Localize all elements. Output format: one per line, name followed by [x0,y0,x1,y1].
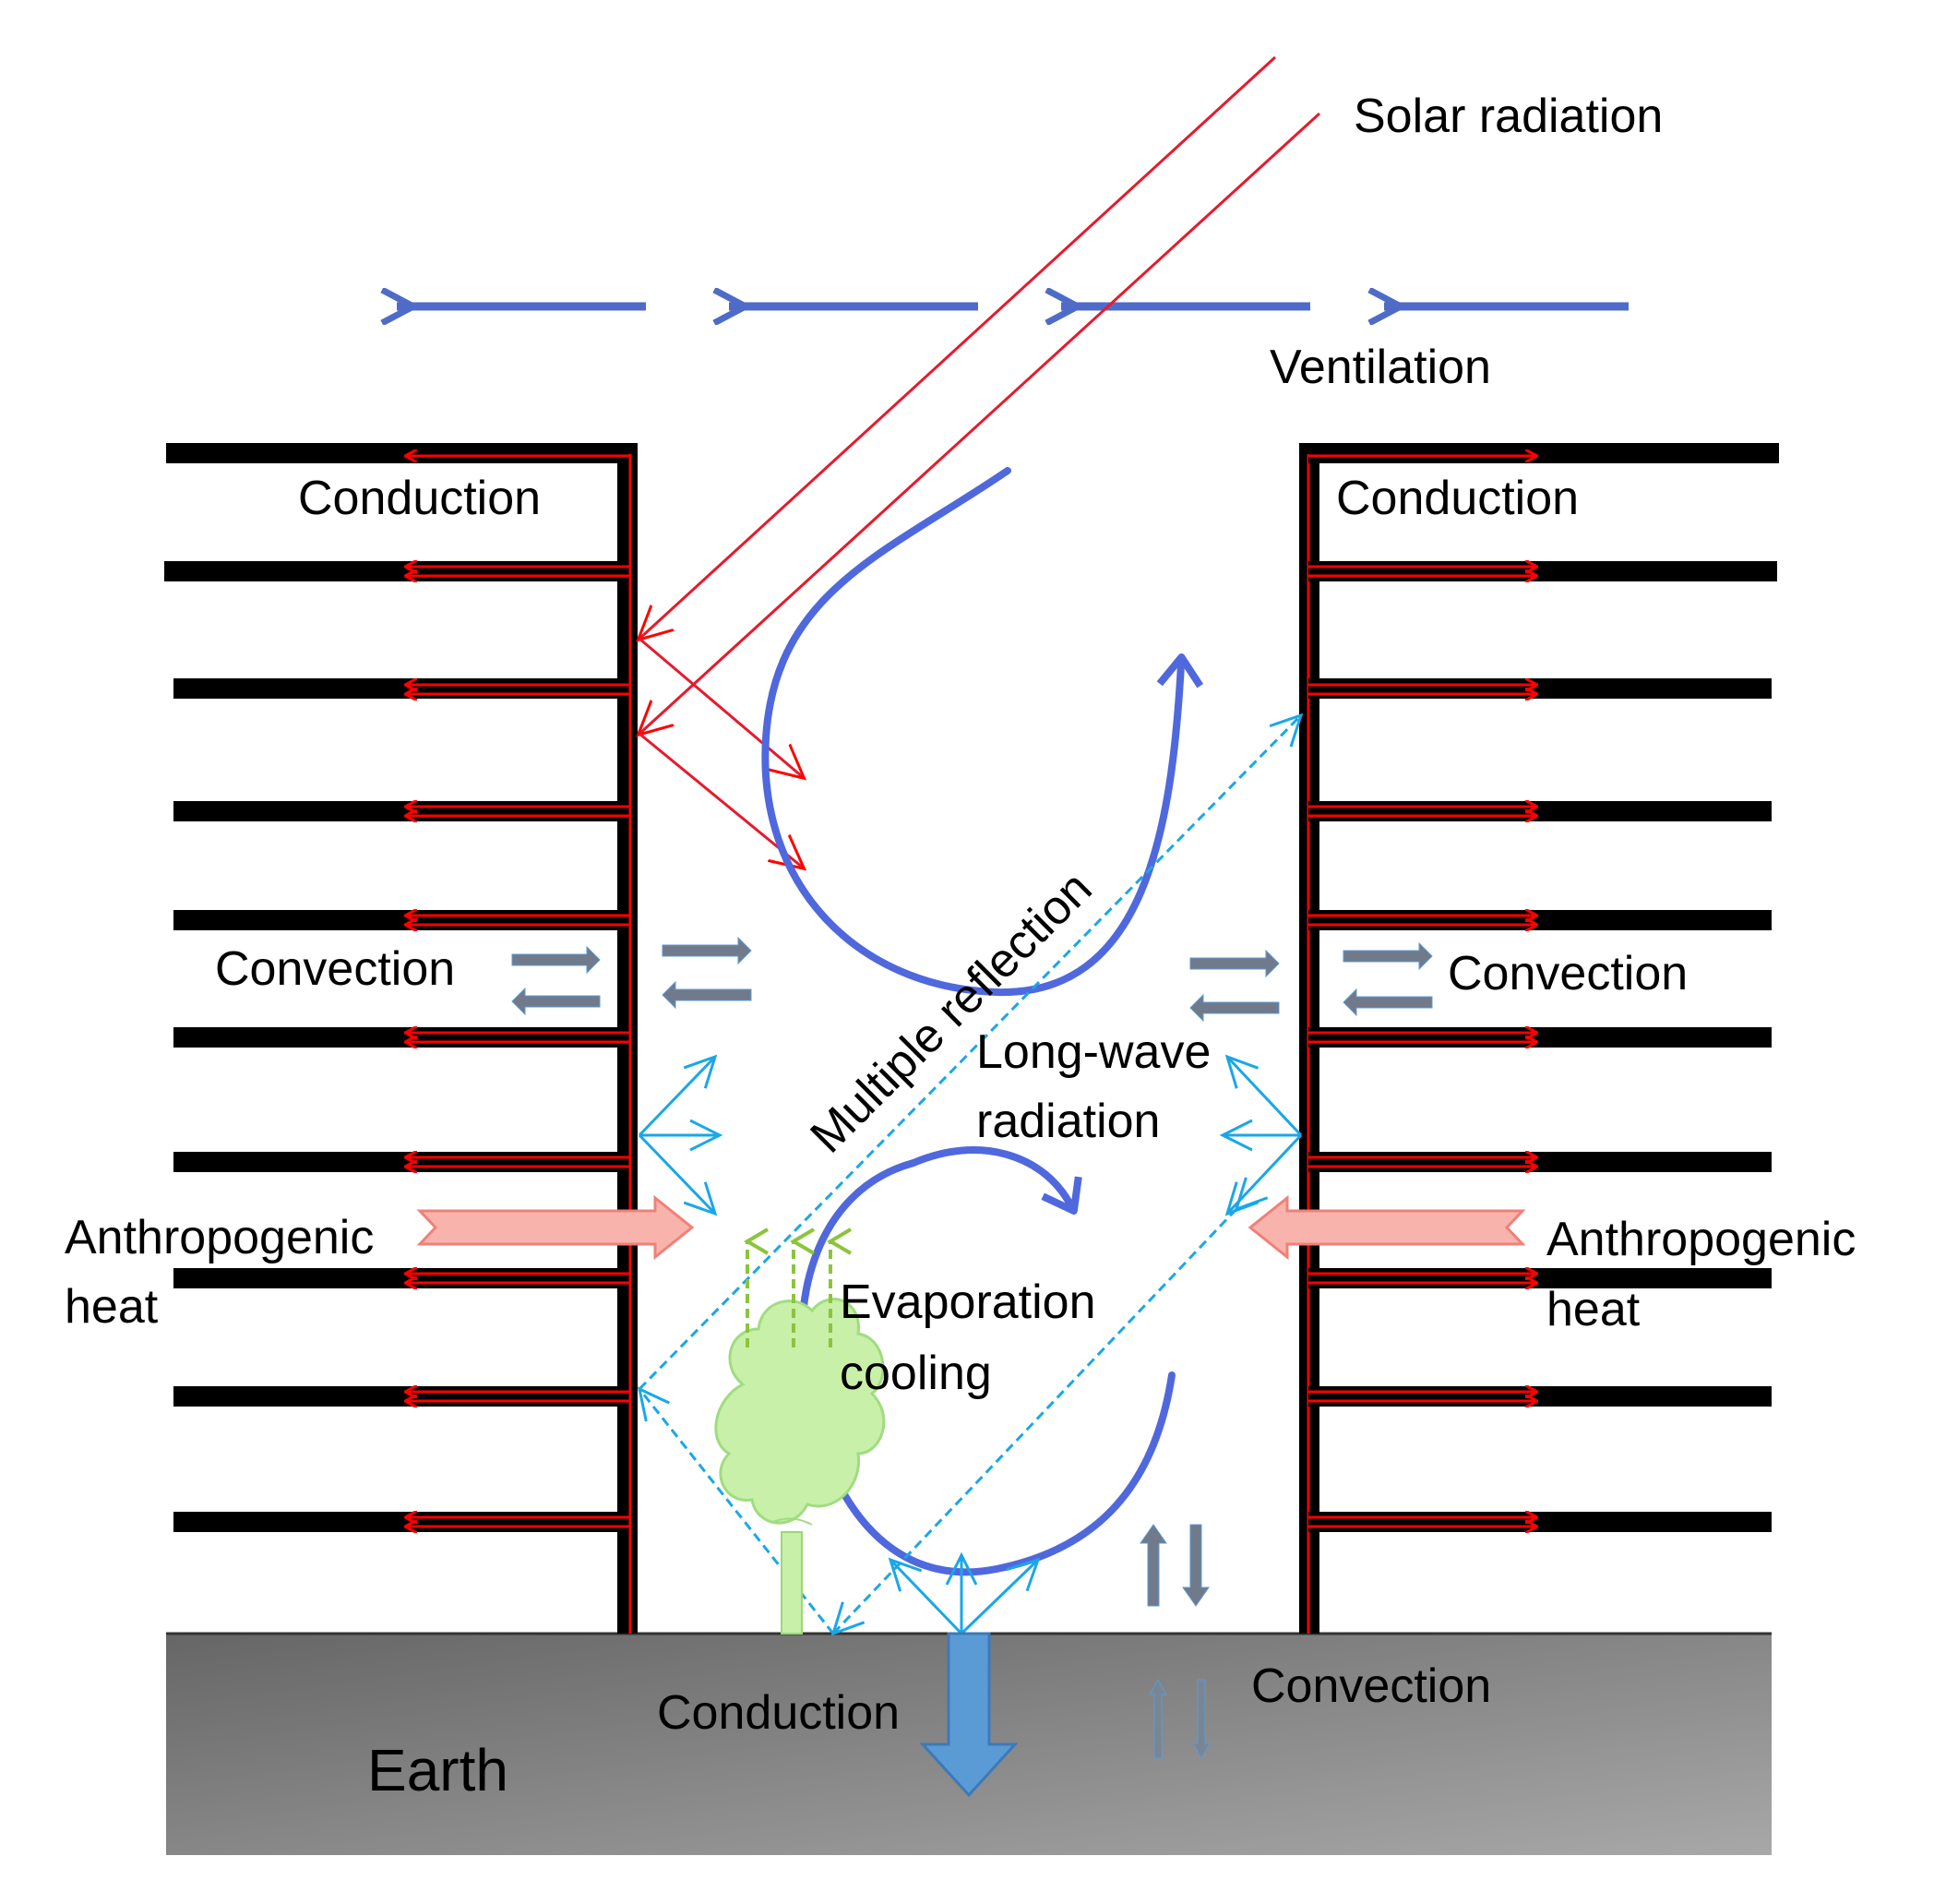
evaporation-label-line2: cooling [840,1347,992,1400]
anthropogenic-label-left-line1: Anthropogenic [65,1211,374,1264]
longwave-radiation-arrows [638,1054,1303,1635]
anthropogenic-label-right-line2: heat [1546,1283,1641,1336]
ventilation-label: Ventilation [1270,341,1491,394]
conduction-label-left: Conduction [298,472,541,525]
longwave-label-line1: Long-wave [976,1025,1211,1079]
convection-pair-canyon-floor [1140,1524,1210,1607]
convection-label-right: Convection [1448,947,1688,1000]
lower-eddy-top-arrow [910,1146,1082,1215]
left-conduction-arrows [406,456,630,1527]
tree-icon [714,1298,886,1635]
conduction-label-right: Conduction [1336,472,1579,525]
convection-pair-earth [1149,1678,1211,1760]
anthropogenic-label-right-line1: Anthropogenic [1546,1213,1856,1266]
ground-conduction-arrow [919,1632,1019,1798]
convection-pair-left-inner [662,936,752,1010]
anthropogenic-arrow-right [1248,1194,1526,1261]
convection-pair-right-outer [1343,941,1433,1017]
upper-eddy-arrow [761,467,1204,997]
convection-pair-left-outer [511,945,601,1016]
conduction-label-ground: Conduction [657,1686,900,1740]
convection-label-ground: Convection [1251,1659,1491,1713]
left-building [164,443,638,1634]
solar-radiation-label: Solar radiation [1354,90,1663,143]
evaporation-arrows [744,1227,853,1347]
earth-label: Earth [367,1737,508,1803]
convection-arrows [511,936,1433,1760]
anthropogenic-arrow-left [416,1194,695,1261]
longwave-label-line2: radiation [976,1095,1160,1148]
right-building [1299,443,1779,1634]
solar-radiation-rays [639,55,1321,868]
convection-label-left: Convection [215,942,455,996]
convection-pair-right-inner [1189,949,1280,1023]
anthropogenic-heat-arrows [416,1194,1526,1261]
evaporation-label-line1: Evaporation [840,1275,1096,1329]
anthropogenic-label-left-line2: heat [65,1280,159,1334]
right-conduction-arrows [1308,456,1536,1527]
